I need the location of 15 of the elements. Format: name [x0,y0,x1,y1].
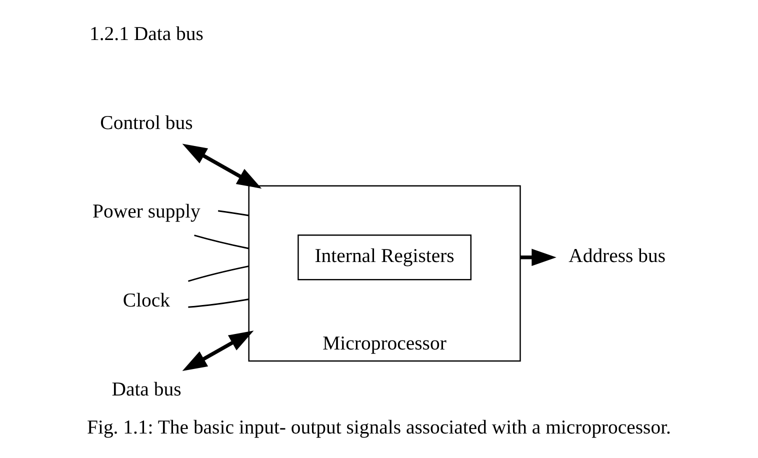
label: 1.2.1 Data bus [90,23,204,46]
connector [218,210,249,216]
node-box: Internal Registers [298,234,472,280]
arrow [520,248,556,266]
caption: Fig. 1.1: The basic input- output signals associated with a microprocessor. [87,416,671,439]
connector [188,298,249,308]
node-text: Power supply [92,200,200,223]
node-text: Clock [122,289,170,312]
node-text: Address bus [568,245,666,268]
arrow [182,330,254,372]
node-text: Data bus [112,378,182,400]
connector [188,265,250,282]
arrow [182,144,262,189]
node-text: Control bus [100,112,193,134]
connector [194,234,250,250]
